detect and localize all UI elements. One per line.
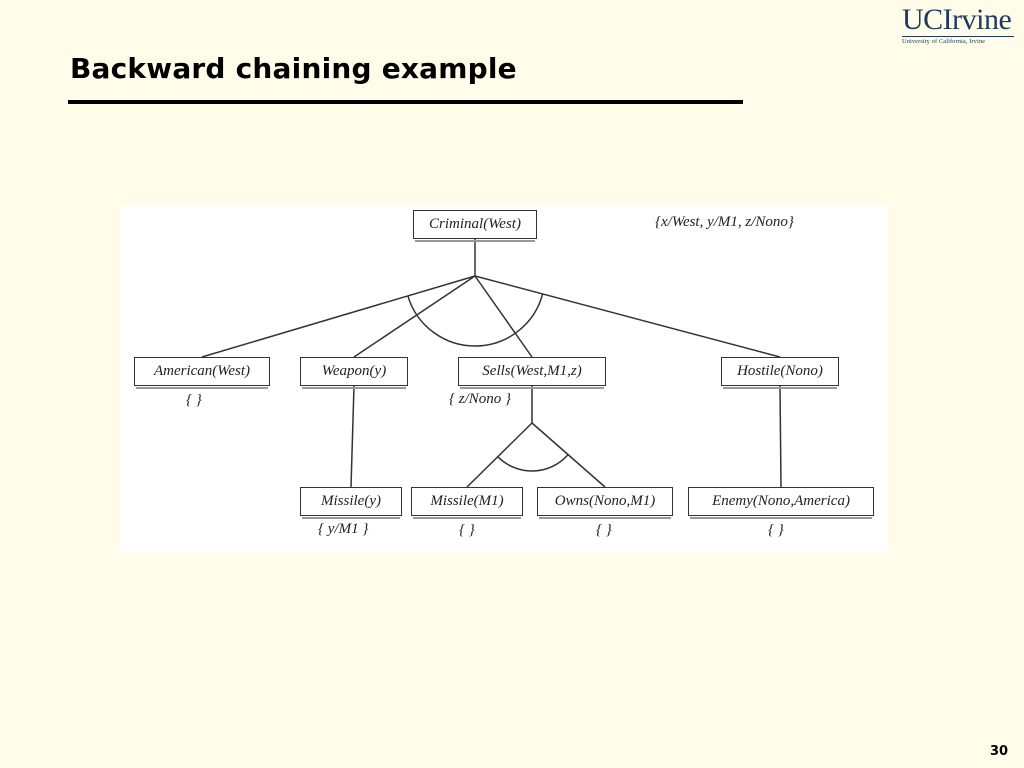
- edge-criminal-weapon: [353, 275, 476, 358]
- edge-weapon-missile_y: [350, 385, 355, 488]
- uci-logo: UCIrvine University of California, Irvin…: [902, 4, 1014, 48]
- root-bindings-label: {x/West, y/M1, z/Nono}: [655, 214, 794, 230]
- and-arc-criminal: [407, 293, 544, 347]
- node-enemy: Enemy(Nono,America): [688, 487, 874, 519]
- node-american: American(West): [134, 357, 270, 389]
- edge-hostile-enemy: [779, 385, 782, 488]
- node-owns: Owns(Nono,M1): [537, 487, 673, 519]
- edge-criminal-hostile: [474, 275, 781, 358]
- logo-subtitle: University of California, Irvine: [902, 38, 986, 45]
- node-sells: Sells(West,M1,z): [458, 357, 606, 389]
- binding-american: { }: [186, 392, 202, 408]
- node-hostile: Hostile(Nono): [721, 357, 839, 389]
- binding-sells: { z/Nono }: [449, 391, 512, 407]
- edge-criminal-american: [201, 275, 476, 358]
- title-underline: [68, 100, 743, 104]
- and-arc-sells: [497, 454, 569, 472]
- node-missile-m1: Missile(M1): [411, 487, 523, 519]
- node-weapon: Weapon(y): [300, 357, 408, 389]
- diagram-edges: [201, 239, 782, 488]
- binding-missile-y: { y/M1 }: [318, 521, 369, 537]
- slide-title: Backward chaining example: [70, 52, 517, 85]
- binding-enemy: { }: [768, 522, 784, 538]
- backward-chaining-diagram: Criminal(West) {x/West, y/M1, z/Nono} Am…: [120, 205, 888, 553]
- logo-wordmark: UCIrvine: [902, 3, 1012, 36]
- node-criminal: Criminal(West): [413, 210, 537, 242]
- page-number: 30: [990, 744, 1009, 759]
- edge-sells-missile_m1: [466, 422, 533, 488]
- edge-criminal-sells: [474, 275, 533, 358]
- binding-missile-m1: { }: [459, 522, 475, 538]
- binding-owns: { }: [596, 522, 612, 538]
- logo-divider: [902, 36, 1014, 37]
- node-missile-y: Missile(y): [300, 487, 402, 519]
